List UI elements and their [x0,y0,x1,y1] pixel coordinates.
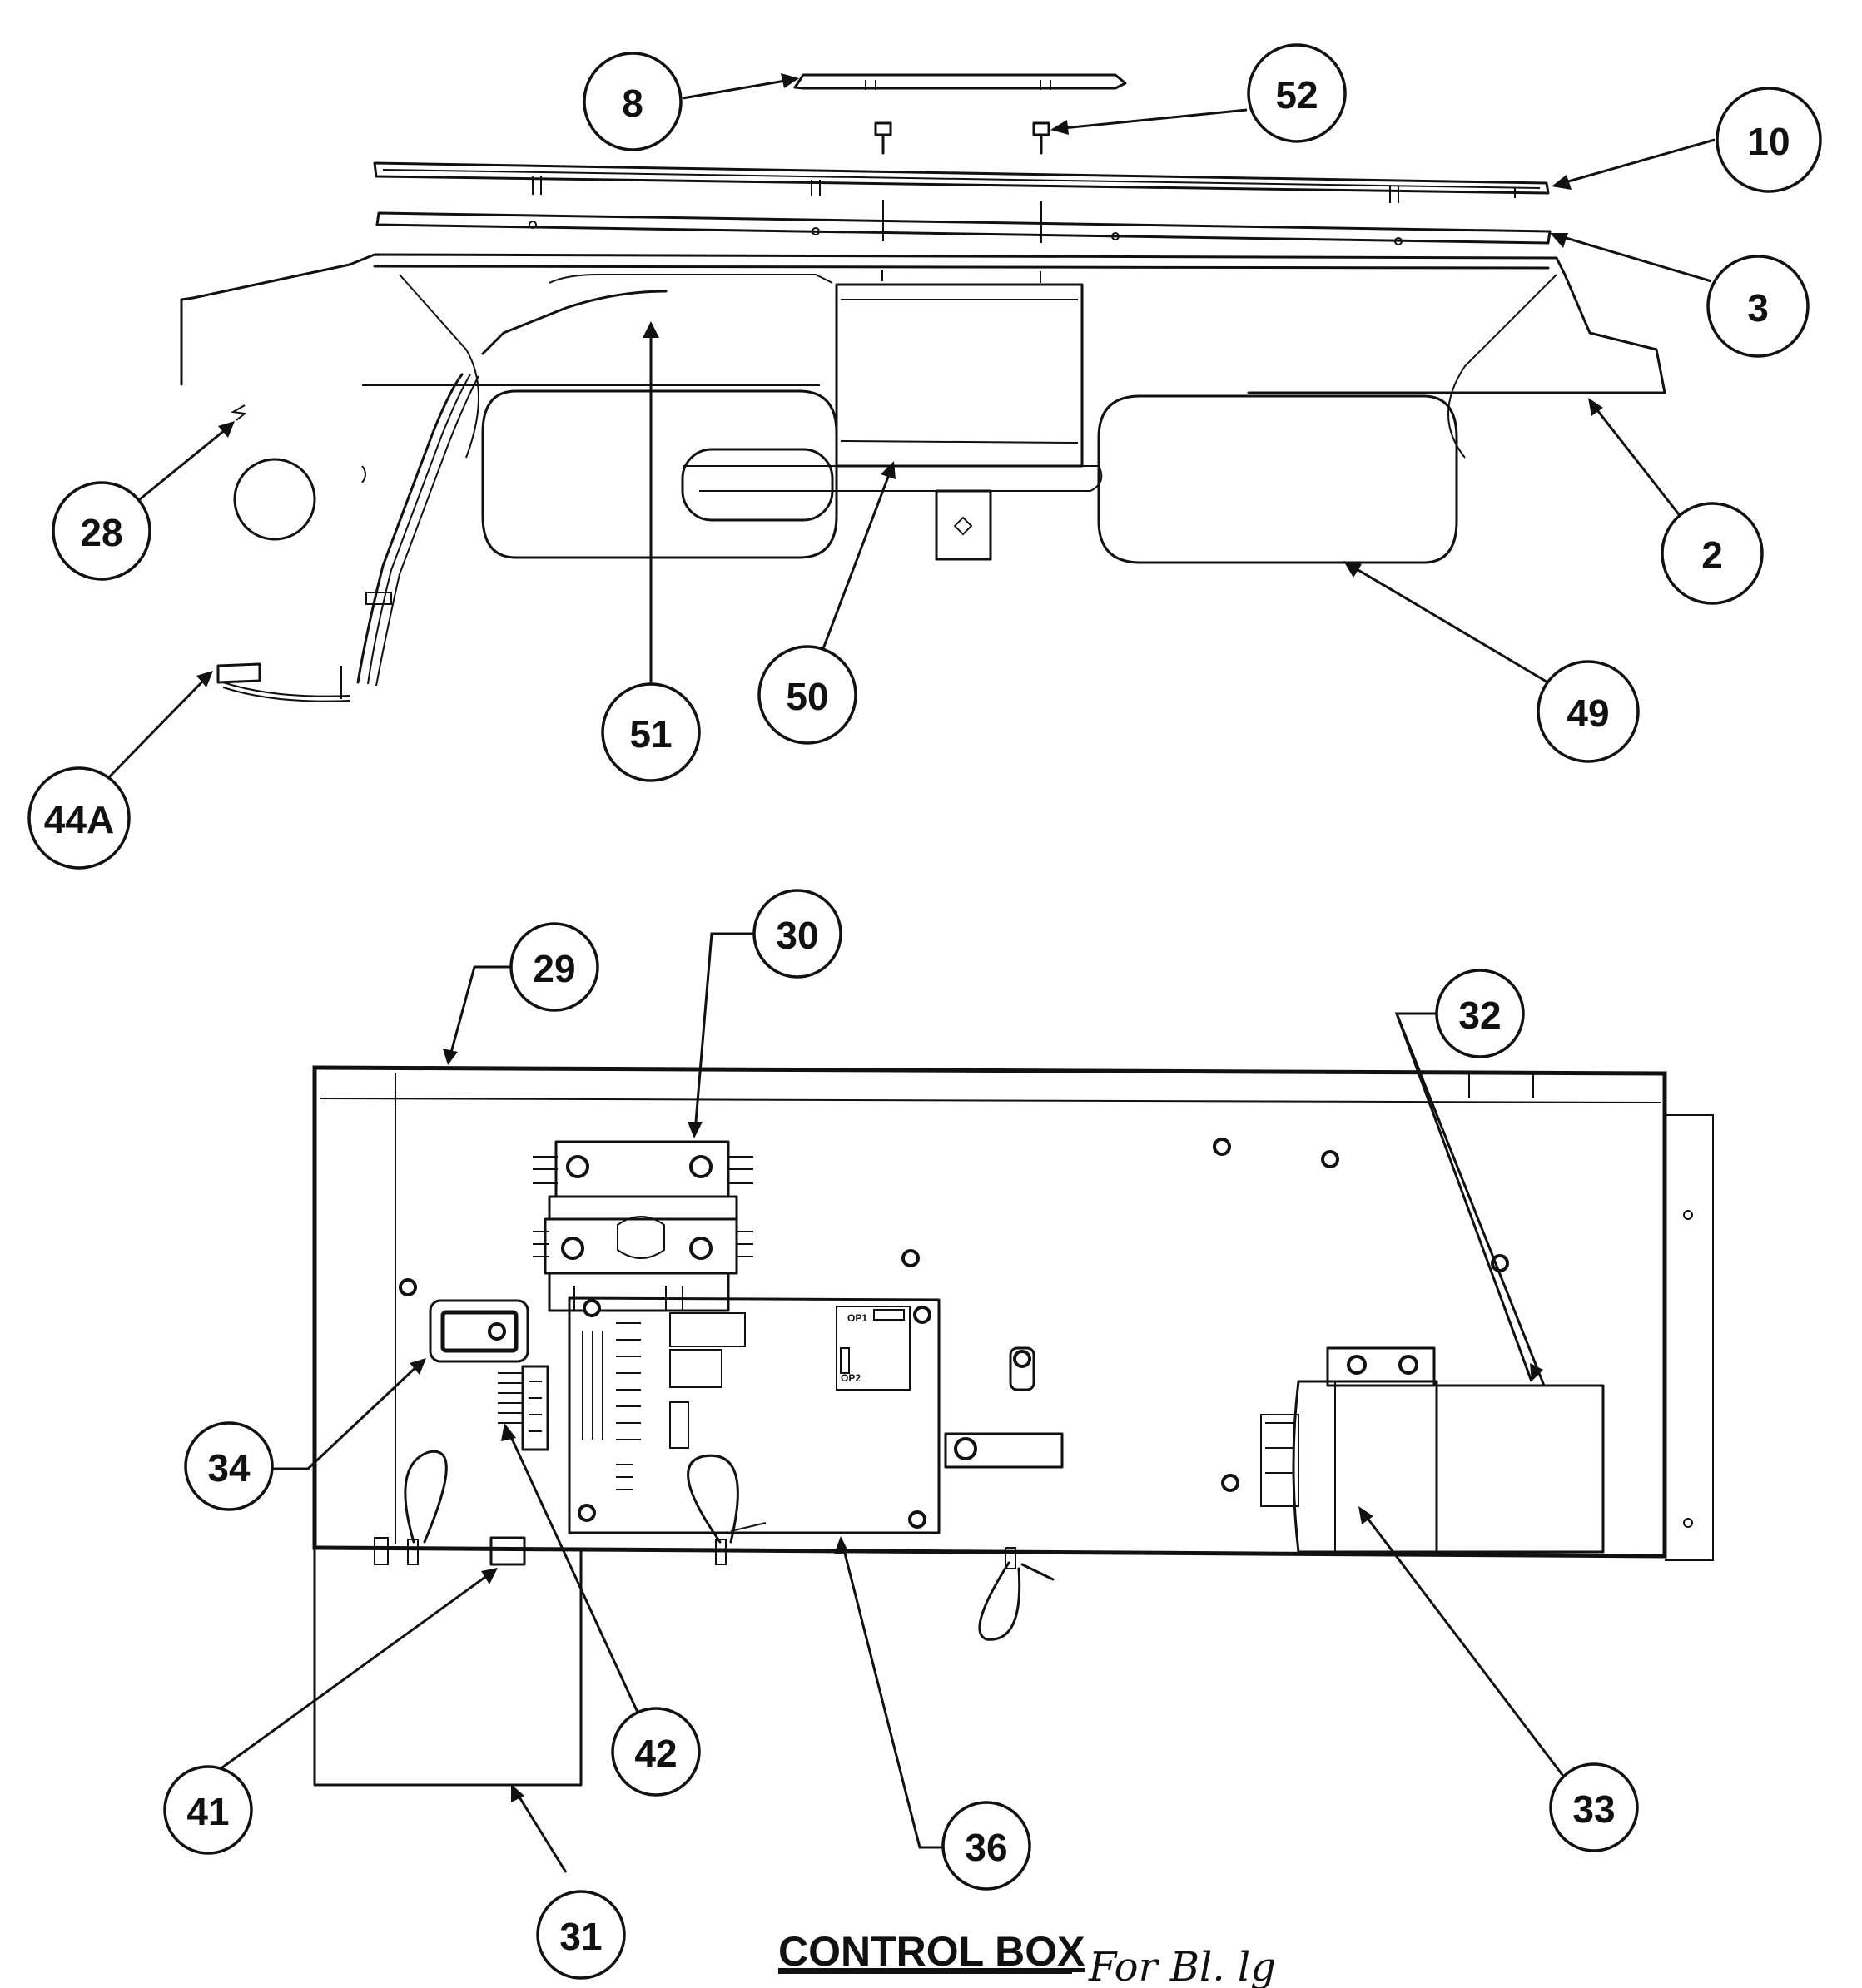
top-cap-part-8 [793,73,1127,90]
center-bracket [835,283,1084,468]
control-box-panel-part-29 [312,1065,1667,1559]
svg-text:42: 42 [634,1732,677,1775]
svg-text:44A: 44A [44,798,114,841]
callout-52: 52 [1247,43,1347,143]
top-assembly [180,73,1666,702]
callout-2: 2 [1661,502,1764,605]
callout-42: 42 [611,1707,701,1797]
svg-text:32: 32 [1458,994,1501,1037]
callout-32: 32 [1435,969,1525,1058]
switch-part-34 [429,1299,529,1363]
handwritten-note: For Bl. lg [1088,1944,1276,1988]
callout-34: 34 [184,1421,274,1511]
callout-44A: 44A [27,766,131,870]
callout-50: 50 [757,645,857,745]
svg-text:36: 36 [965,1826,1007,1869]
svg-text:30: 30 [776,914,818,957]
connector-part-44A [216,662,261,684]
svg-text:52: 52 [1275,73,1318,117]
svg-text:49: 49 [1567,692,1609,735]
screw [399,1278,417,1296]
relay-part-30 [533,1140,753,1312]
svg-text:3: 3 [1747,286,1769,330]
svg-text:29: 29 [533,947,575,990]
callout-8: 8 [583,52,683,151]
svg-text:50: 50 [786,675,828,718]
callout-10: 10 [1716,87,1822,193]
svg-text:41: 41 [186,1790,229,1833]
hole-part-28 [233,458,316,541]
fastener-part-52a [874,121,892,155]
svg-text:8: 8 [622,82,643,125]
leader-lines [107,73,1716,1873]
screw [901,1249,920,1267]
cable-tie [687,1454,739,1544]
screw [1221,1474,1239,1492]
standoff [1009,1346,1035,1391]
clip-part-41 [489,1536,526,1566]
harness-sleeve-part-51 [481,290,668,355]
right-tank-part-49 [1097,394,1458,564]
cover-part-31 [313,1546,583,1787]
chassis-part-2 [191,253,1666,394]
board-label-op2: OP2 [841,1372,861,1384]
screw [1213,1138,1231,1156]
bracket [944,1432,1064,1469]
cable-tie [978,1561,1055,1641]
callout-balloons: 8 52 10 3 2 28 49 50 51 44A 30 29 32 34 … [27,43,1822,1980]
svg-text:33: 33 [1572,1787,1615,1831]
svg-text:28: 28 [80,511,122,554]
svg-text:31: 31 [559,1915,602,1958]
svg-text:10: 10 [1747,120,1790,163]
callout-30: 30 [752,889,842,979]
callout-31: 31 [536,1890,626,1980]
top-rail-part-10 [373,161,1550,195]
callout-36: 36 [941,1801,1031,1891]
callout-28: 28 [52,481,151,581]
callout-33: 33 [1549,1762,1639,1852]
screw [1321,1150,1339,1168]
fastener-part-52b [1032,121,1050,155]
wire-harness [356,373,464,684]
callout-29: 29 [509,922,599,1012]
svg-text:51: 51 [629,712,672,756]
circuit-board-part-36: OP1 OP2 [568,1296,941,1534]
terminal-strip-part-42 [498,1365,549,1451]
tray-slot [681,448,834,522]
svg-text:34: 34 [207,1446,251,1490]
diagram-title: CONTROL BOX [778,1928,1085,1975]
callout-49: 49 [1537,660,1640,763]
flat-bar-part-3 [375,211,1552,245]
transformer-part-33 [1260,1346,1605,1554]
cable-tie [404,1450,448,1544]
callout-3: 3 [1706,255,1810,358]
bracket-tab [935,489,992,561]
control-box: OP1 OP2 [312,1065,1714,1787]
callout-41: 41 [163,1765,253,1855]
left-tank [481,389,838,559]
svg-text:2: 2 [1701,533,1723,577]
board-label-op1: OP1 [847,1312,867,1324]
callout-51: 51 [601,682,701,782]
